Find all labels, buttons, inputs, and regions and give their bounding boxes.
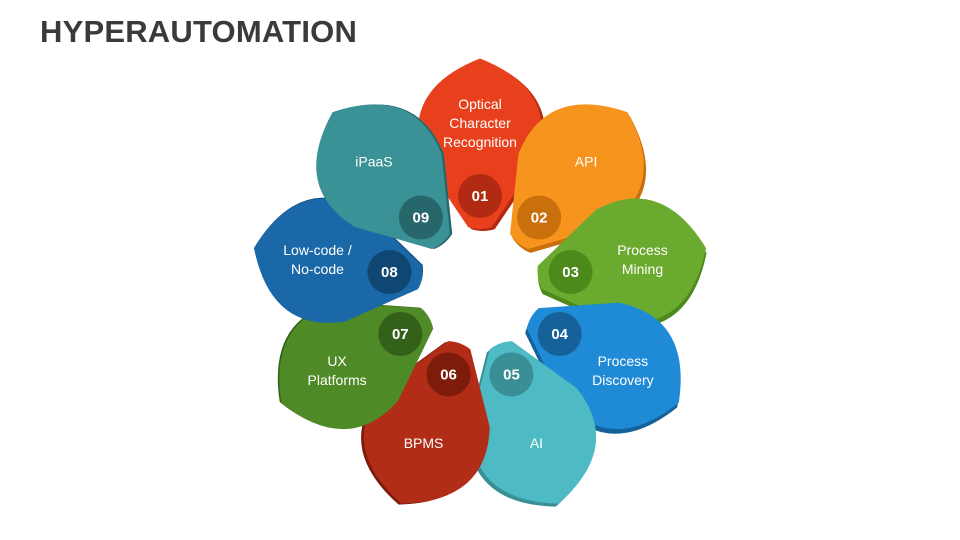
segment-label: Low-code /: [283, 242, 352, 258]
segment-label: AI: [530, 435, 543, 451]
segment-label: Recognition: [443, 134, 517, 150]
segment-label: Mining: [622, 261, 663, 277]
segment-label: iPaaS: [355, 154, 392, 170]
segment-number: 07: [392, 326, 409, 343]
segment-09: 09 iPaaS: [316, 104, 453, 250]
segment-label: Optical: [458, 96, 502, 112]
segment-label: BPMS: [404, 435, 444, 451]
number-badge: [426, 352, 471, 397]
segment-label: Character: [449, 115, 511, 131]
segment-number: 01: [472, 188, 489, 205]
number-badge: [367, 250, 412, 295]
segment-label: No-code: [291, 261, 344, 277]
segment-label: Discovery: [592, 372, 653, 388]
number-badge: [378, 312, 423, 356]
page-title: HYPERAUTOMATION: [40, 14, 358, 49]
number-badge: [517, 195, 562, 240]
number-badge: [548, 250, 593, 295]
segment-label: UX: [327, 353, 347, 369]
petal-shape: [417, 58, 543, 230]
segment-label: Process: [598, 353, 649, 369]
segment-label: Platforms: [308, 372, 367, 388]
segment-number: 08: [381, 264, 398, 281]
segment-number: 04: [551, 326, 568, 343]
number-badge: [398, 195, 443, 240]
number-badge: [537, 312, 582, 356]
segment-label: API: [575, 154, 598, 170]
number-badge: [458, 174, 502, 218]
segment-number: 06: [440, 366, 457, 383]
segment-number: 05: [503, 366, 520, 383]
segment-number: 03: [562, 264, 579, 281]
number-badge: [489, 352, 534, 397]
segment-number: 09: [413, 210, 430, 227]
segment-label: Process: [617, 242, 668, 258]
segment-number: 02: [531, 210, 548, 227]
